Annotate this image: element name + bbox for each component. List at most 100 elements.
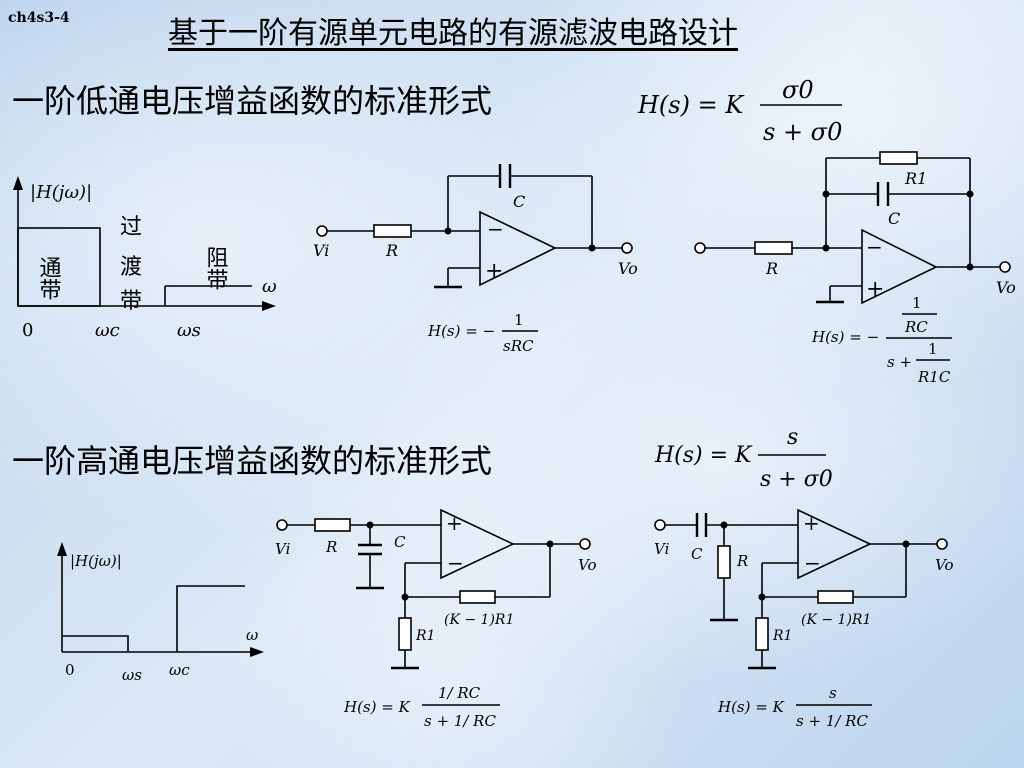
hp2-resistor-rf	[817, 590, 854, 604]
svg-text:+: +	[803, 511, 820, 535]
hp2-vo: Vo	[935, 556, 954, 574]
lp-ws: ωs	[177, 320, 201, 341]
hp1-vo: Vo	[578, 556, 597, 574]
hp2-tf-num: s	[829, 684, 837, 702]
lp2-vo: Vo	[996, 278, 1016, 297]
hp-circuit-1: + − Vi R C Vo (K − 1)R1 R1 H(s) = K 1/ R…	[275, 508, 597, 730]
hp1-resistor-r	[314, 518, 351, 532]
lp2-tf-lhs: H(s) = −	[811, 328, 879, 346]
svg-text:−: −	[866, 235, 883, 259]
hp-w: ω	[246, 626, 258, 644]
lp-origin: 0	[22, 320, 33, 341]
lp2-resistor-r1	[879, 151, 918, 165]
hp-circuit-2: + − Vi C R Vo (K − 1)R1 R1 H(s) = K s s …	[654, 508, 954, 730]
lp-transition-3: 带	[120, 289, 142, 314]
lp-passband-box	[17, 227, 101, 307]
lp-transition-2: 渡	[120, 255, 142, 280]
hp2-resistor-r1	[755, 617, 769, 651]
lowpass-formula-lhs: H(s) = K	[637, 91, 745, 119]
lp2-tf-num2: RC	[904, 318, 928, 336]
hp1-vi: Vi	[275, 540, 291, 558]
lp-circuit-1: − + Vi R C Vo H(s) = − 1 sRC	[313, 164, 638, 355]
hp2-tf-den: s + 1/ RC	[796, 712, 868, 730]
svg-text:+: +	[446, 511, 463, 535]
lp2-r1: R1	[904, 169, 927, 188]
hp2-resistor-r	[717, 545, 731, 579]
lp-x-arrow-icon	[262, 301, 276, 311]
lp-ylabel: |H(jω)|	[30, 182, 92, 203]
lowpass-formula-num: σ0	[782, 76, 814, 104]
lp2-c: C	[888, 209, 900, 228]
hp1-opamp	[440, 508, 515, 580]
lp1-tf-den: sRC	[503, 337, 534, 355]
lowpass-response: |H(jω)| 通带 过 渡 带 阻带 0 ωc ωs ω	[13, 176, 277, 341]
svg-text:−: −	[487, 217, 504, 241]
lp1-vo: Vo	[618, 259, 638, 278]
hp-y-arrow-icon	[57, 542, 67, 556]
lp1-input-terminal	[316, 225, 328, 237]
lp2-resistor-r	[754, 241, 793, 255]
hp-ws: ωs	[122, 666, 142, 684]
lp-w: ω	[262, 276, 277, 297]
hp2-tf-lhs: H(s) = K	[717, 698, 785, 716]
hp1-rf: (K − 1)R1	[444, 612, 514, 628]
highpass-section-title: 一阶高通电压增益函数的标准形式	[12, 442, 493, 480]
lp2-tf-den-den: R1C	[917, 368, 951, 386]
highpass-formula-den: s + σ0	[760, 467, 833, 492]
lp1-tf-lhs: H(s) = −	[427, 322, 495, 340]
hp-pass-line	[176, 585, 245, 652]
hp-x-arrow-icon	[250, 647, 264, 657]
hp1-c: C	[394, 533, 406, 551]
hp2-rf: (K − 1)R1	[801, 612, 871, 628]
lp2-r: R	[765, 259, 778, 278]
hp2-input-terminal	[654, 519, 666, 531]
lp-passband-label: 通带	[36, 256, 62, 300]
page-title: 基于一阶有源单元电路的有源滤波电路设计	[168, 16, 738, 51]
hp2-output-terminal	[936, 538, 948, 550]
svg-text:−: −	[447, 551, 464, 575]
highpass-response: |H(jω)| 0 ωs ωc ω	[57, 542, 264, 684]
svg-text:−: −	[804, 551, 821, 575]
lp2-output-terminal	[999, 261, 1011, 273]
lowpass-section-title: 一阶低通电压增益函数的标准形式	[12, 82, 493, 120]
lp1-c: C	[513, 192, 525, 211]
hp1-resistor-r1	[398, 617, 412, 651]
hp-wc: ωc	[169, 661, 190, 679]
svg-text:+: +	[866, 277, 884, 302]
lp2-tf-den-num: 1	[928, 340, 938, 358]
lp-stopband-label: 阻带	[203, 246, 228, 290]
hp1-resistor-rf	[459, 590, 496, 604]
hp1-r: R	[325, 538, 337, 556]
hp2-opamp	[797, 508, 872, 580]
lp-y-arrow-icon	[13, 176, 23, 190]
lp1-output-terminal	[621, 242, 633, 254]
lp-circuit-2: − + R R1 C Vo H(s) = − 1 RC s + 1 R1C	[694, 151, 1016, 386]
slide-id: ch4s3-4	[8, 10, 70, 26]
hp2-r1: R1	[772, 628, 792, 644]
lp1-resistor-r	[373, 224, 412, 238]
lp2-tf-den-s: s +	[887, 353, 912, 371]
hp1-input-terminal	[276, 519, 288, 531]
hp1-r1: R1	[415, 628, 435, 644]
highpass-formula: H(s) = K s s + σ0	[654, 425, 833, 492]
hp1-tf-num: 1/ RC	[438, 684, 481, 702]
lowpass-formula-den: s + σ0	[763, 118, 842, 146]
lp-wc: ωc	[95, 320, 120, 341]
lp1-r: R	[385, 241, 398, 260]
hp-stop-line	[62, 635, 129, 652]
highpass-formula-num: s	[787, 425, 798, 450]
hp-origin: 0	[65, 661, 75, 679]
svg-text:+: +	[485, 259, 503, 284]
lp2-tf-num: 1	[912, 294, 922, 312]
hp2-r: R	[736, 552, 748, 570]
lp2-opamp	[861, 228, 938, 305]
highpass-formula-lhs: H(s) = K	[654, 443, 753, 468]
hp1-tf-lhs: H(s) = K	[343, 698, 411, 716]
hp1-output-terminal	[579, 538, 591, 550]
lp1-opamp	[479, 210, 557, 287]
hp2-c: C	[691, 545, 703, 563]
lp-transition-1: 过	[120, 215, 142, 240]
lp1-vi: Vi	[313, 241, 329, 260]
